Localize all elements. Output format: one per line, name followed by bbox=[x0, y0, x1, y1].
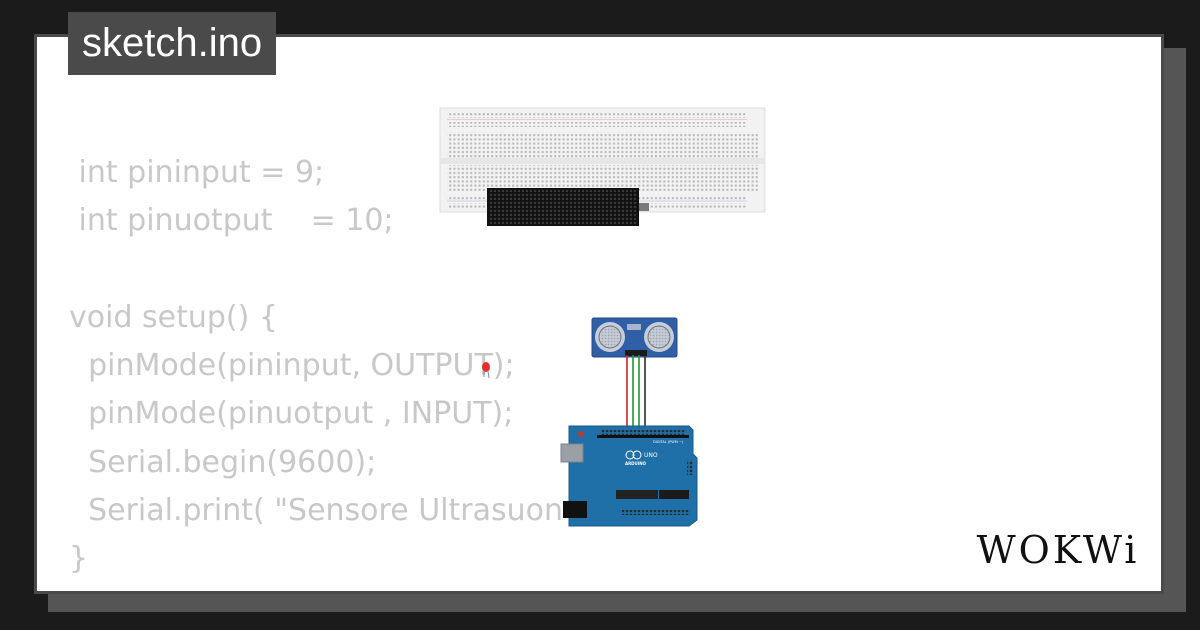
code-line: pinMode(pininput, OUTPUT); bbox=[69, 348, 515, 384]
wokwi-logo: WOKWi bbox=[977, 528, 1140, 571]
circuit-diagram: DIGITAL (PWM ~) UNO ARDUINO bbox=[439, 107, 766, 527]
code-line: int pininput = 9; bbox=[69, 155, 325, 190]
ultrasonic-sensor[interactable] bbox=[591, 317, 678, 358]
digital-header-label: DIGITAL (PWM ~) bbox=[653, 440, 684, 444]
sketch-title: sketch.ino bbox=[68, 12, 277, 75]
code-line: int pinuotput = 10; bbox=[69, 203, 394, 239]
code-line: void setup() { bbox=[69, 299, 278, 335]
red-led[interactable] bbox=[482, 362, 490, 379]
arduino-brand-label: ARDUINO bbox=[625, 461, 647, 466]
code-line: Serial.print( "Sensore Ultrasuon bbox=[69, 493, 563, 529]
led-matrix[interactable] bbox=[487, 188, 649, 226]
arduino-uno[interactable]: DIGITAL (PWM ~) UNO ARDUINO bbox=[560, 425, 698, 527]
code-line: Serial.begin(9600); bbox=[69, 444, 377, 480]
code-preview: int pininput = 9; int pinuotput = 10; voi… bbox=[69, 149, 563, 584]
board-name-label: UNO bbox=[644, 452, 658, 459]
preview-card: int pininput = 9; int pinuotput = 10; voi… bbox=[34, 34, 1164, 594]
code-line: pinMode(pinuotput , INPUT); bbox=[69, 396, 514, 432]
code-line: } bbox=[69, 541, 89, 577]
code-line bbox=[69, 246, 563, 294]
brand-text: WOKWi bbox=[977, 528, 1140, 571]
